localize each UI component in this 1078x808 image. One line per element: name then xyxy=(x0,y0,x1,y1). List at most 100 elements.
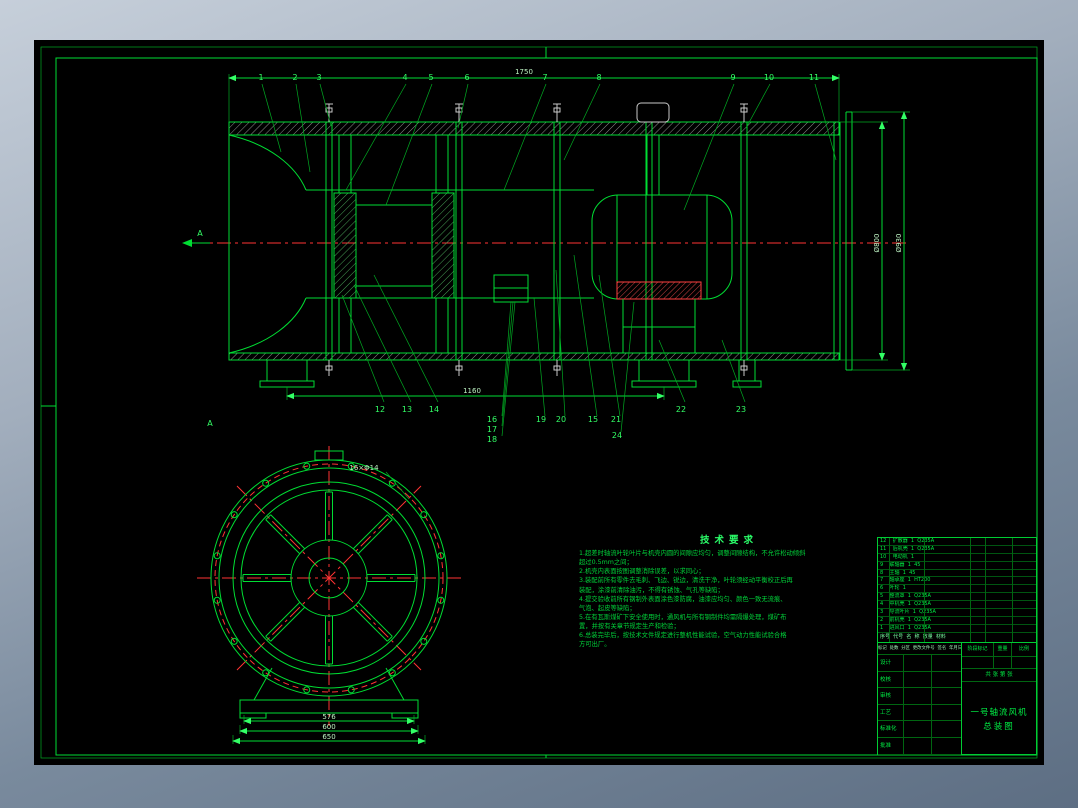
cad-drawing: 1750 1160 Ø800 Ø930 A A xyxy=(40,46,1038,759)
flange-joints xyxy=(325,122,748,360)
lifting-lug xyxy=(314,450,344,461)
sign-row: 设计 xyxy=(878,655,961,672)
sign-name-cell xyxy=(904,704,932,721)
outlet-flange xyxy=(833,111,853,371)
callout-2: 2 xyxy=(292,73,297,82)
dimension-mid-length: 1160 xyxy=(286,387,665,400)
front-view: 16×Φ14 576 600 650 xyxy=(197,446,461,745)
rotor-hub xyxy=(333,134,455,354)
callout-3: 3 xyxy=(316,73,321,82)
tech-line: 超过0.5mm之间； xyxy=(579,559,633,567)
sign-row: 批准 xyxy=(878,737,961,755)
bom-row: 2 前机壳 1 Q235A xyxy=(878,617,1036,625)
callout-16: 16 xyxy=(487,415,497,424)
bom-grid-line xyxy=(889,538,890,642)
dim-mid-length: 1160 xyxy=(463,387,481,395)
sheet-count-row: 共 张 第 张 xyxy=(962,669,1036,682)
callout-1: 1 xyxy=(258,73,263,82)
callout-14: 14 xyxy=(429,405,439,414)
crosshair xyxy=(197,446,461,726)
parts-list: 12 扩散器 1 Q235A 11 后机壳 1 Q235A 10 电动机 1 9… xyxy=(878,538,1036,643)
impeller-spokes xyxy=(242,491,416,665)
bom-grid-line xyxy=(985,538,986,642)
bom-row: 7 轴承座 1 HT200 xyxy=(878,577,1036,586)
hub-circles xyxy=(290,539,368,617)
stage-header-row: 阶段标记 重量 比例 xyxy=(962,643,1036,657)
technical-requirements: 技术要求 1.超差时轴流叶轮叶片与机壳内圆的间隙应均匀，调整间隙结构，不允许松动… xyxy=(579,532,879,649)
weight-label: 重量 xyxy=(994,643,1012,656)
sign-label: 设计 xyxy=(878,655,904,671)
callout-9: 9 xyxy=(730,73,735,82)
tech-line: 方可出厂。 xyxy=(579,641,611,649)
signature-column: 标记 处数 分区 更改文件号 签名 年月日 设计 校核 审核 工艺 标准化 批准 xyxy=(878,643,962,755)
sign-date-cell xyxy=(932,738,961,754)
tech-line: 置，并按有关章节规定生产和检验； xyxy=(579,623,680,630)
sign-label: 校核 xyxy=(878,671,904,688)
revision-header-row: 标记 处数 分区 更改文件号 签名 年月日 xyxy=(878,643,961,655)
sign-name-cell xyxy=(904,655,932,671)
base-dimensions: 576 600 650 xyxy=(232,713,426,745)
tech-line: 4.提交验收前所有钢制外表面涂色漆防腐，油漆应均匀、颜色一致无流痕、 xyxy=(579,595,787,603)
tech-line: 1.超差时轴流叶轮叶片与机壳内圆的间隙应均匀，调整间隙结构，不允许松动倾斜 xyxy=(579,550,806,557)
section-arrow: A A xyxy=(182,229,213,428)
bom-row: 8 主轴 1 45 xyxy=(878,570,1036,578)
callout-6: 6 xyxy=(464,73,469,82)
scale-label: 比例 xyxy=(1018,646,1029,652)
sign-date-cell xyxy=(932,705,961,721)
sign-name-cell xyxy=(904,737,932,754)
sign-row: 标准化 xyxy=(878,721,961,738)
leader-lines-top xyxy=(261,83,837,211)
tech-line: 6.总装完毕后，按技术文件规定进行整机性能试验，空气动力性能试验合格 xyxy=(579,632,787,640)
sign-date-cell xyxy=(932,721,961,737)
stage-label: 阶段标记 xyxy=(962,643,994,656)
dimension-overall-length: 1750 xyxy=(228,68,840,122)
motor-support xyxy=(616,281,702,353)
sign-label: 审核 xyxy=(878,688,904,704)
support-legs xyxy=(259,360,762,388)
duct-casing xyxy=(228,121,840,361)
callout-10: 10 xyxy=(764,73,774,82)
title-block: 12 扩散器 1 Q235A 11 后机壳 1 Q235A 10 电动机 1 9… xyxy=(877,537,1037,755)
stage-value-cell xyxy=(962,657,994,668)
bom-row: 12 扩散器 1 Q235A xyxy=(878,538,1036,546)
callout-4: 4 xyxy=(402,73,407,82)
dim-right-1: Ø800 xyxy=(873,234,881,253)
bom-grid-line xyxy=(970,538,971,642)
callouts-top: 1 2 3 4 5 6 7 8 9 10 11 xyxy=(258,73,819,82)
tech-line: 2.机壳内表面按图调整消除误差，以求同心； xyxy=(579,568,705,576)
callout-19: 19 xyxy=(536,415,546,424)
leader-lines-bottom xyxy=(341,254,746,437)
section-label: A xyxy=(197,229,203,238)
bom-row: 4 中机壳 1 Q235A xyxy=(878,601,1036,610)
bolt-holes xyxy=(213,462,445,694)
right-dimensions: Ø800 Ø930 xyxy=(840,111,910,371)
sign-date-cell xyxy=(932,672,961,688)
callout-12: 12 xyxy=(375,405,385,414)
tech-line: 5.在有瓦斯煤矿下安全使用时，通风机与所有钢制件均需隔爆处理，煤矿布 xyxy=(579,613,787,621)
flange-studs xyxy=(325,103,748,376)
callout-23: 23 xyxy=(736,405,746,414)
callout-21: 21 xyxy=(611,415,621,424)
sign-label: 工艺 xyxy=(878,704,904,721)
sign-label: 标准化 xyxy=(878,721,904,737)
drawing-subtitle: 总装图 xyxy=(983,721,1015,732)
callout-18: 18 xyxy=(487,435,497,444)
sign-row: 审核 xyxy=(878,688,961,705)
sign-date-cell xyxy=(932,655,961,671)
callout-7: 7 xyxy=(542,73,547,82)
sign-name-cell xyxy=(904,721,932,737)
dim-base-1: 576 xyxy=(322,713,336,721)
title-column: 阶段标记 重量 比例 共 张 第 张 一号轴流风机 总装图 xyxy=(962,643,1036,755)
drawing-title-cell: 一号轴流风机 总装图 xyxy=(962,682,1036,755)
bom-grid-line xyxy=(924,538,925,642)
sign-date-cell xyxy=(932,688,961,704)
callout-15: 15 xyxy=(588,415,598,424)
callout-17: 17 xyxy=(487,425,497,434)
bom-row: 5 整流罩 1 Q235A xyxy=(878,593,1036,602)
bom-row: 10 电动机 1 xyxy=(878,554,1036,562)
sign-label: 批准 xyxy=(878,737,904,754)
tech-line: 气泡、起皮等缺陷； xyxy=(579,604,636,612)
dim-base-3: 650 xyxy=(322,733,335,741)
view-label: A xyxy=(207,419,213,428)
